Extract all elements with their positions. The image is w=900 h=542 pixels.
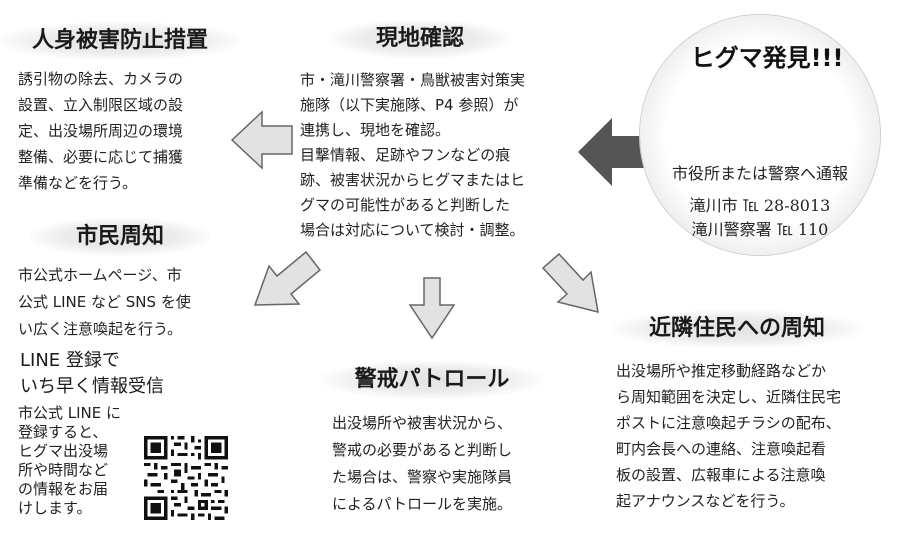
site-check-body: 市・滝川警察署・鳥獣被害対策実 施隊（以下実施隊、P4 参照）が 連携し、現地を…	[300, 71, 526, 239]
citizen-notice-body: 市公式ホームページ、市 公式 LINE など SNS を使 い広く注意喚起を行う…	[18, 266, 191, 338]
report-label: 市役所または警察へ通報	[671, 164, 848, 183]
arrow-to-citizen-notice	[253, 250, 322, 306]
neighbor-notice-body: 出没場所や推定移動経路などか ら周知範囲を決定し、近隣住民宅 ポストに注意喚起チ…	[616, 362, 842, 510]
neighbor-notice-title: 近隣住民への周知	[612, 310, 862, 348]
citizen-notice-title: 市民周知	[30, 218, 210, 256]
alert-circle	[640, 15, 880, 255]
line-register-body: 市公式 LINE に 登録すると、 ヒグマ出没場 所や時間など の情報をお届 け…	[18, 404, 122, 517]
arrow-to-injury-prevention	[230, 110, 293, 170]
alert-title: ヒグマ発見!!!	[690, 44, 844, 72]
injury-prevention-title: 人身被害防止措置	[0, 22, 240, 60]
police-contact: 滝川警察署 ℡ 110	[691, 220, 829, 239]
arrow-to-patrol	[408, 277, 456, 340]
patrol-body: 出没場所や被害状況から、 警戒の必要があると判断し た場合は、警察や実施隊員 に…	[332, 414, 513, 513]
arrow-to-neighbor-notice	[541, 252, 599, 314]
injury-prevention-body: 誘引物の除去、カメラの 設置、立入制限区域の設 定、出没場所周辺の環境 整備、必…	[18, 70, 184, 192]
patrol-title: 警戒パトロール	[322, 361, 542, 399]
line-register-title: LINE 登録で いち早く情報受信	[20, 350, 164, 397]
line-qr-code[interactable]	[144, 436, 228, 520]
city-hall-contact: 滝川市 ℡ 28-8013	[689, 196, 831, 215]
report-arrow	[578, 118, 644, 186]
site-check-title: 現地確認	[330, 20, 510, 58]
